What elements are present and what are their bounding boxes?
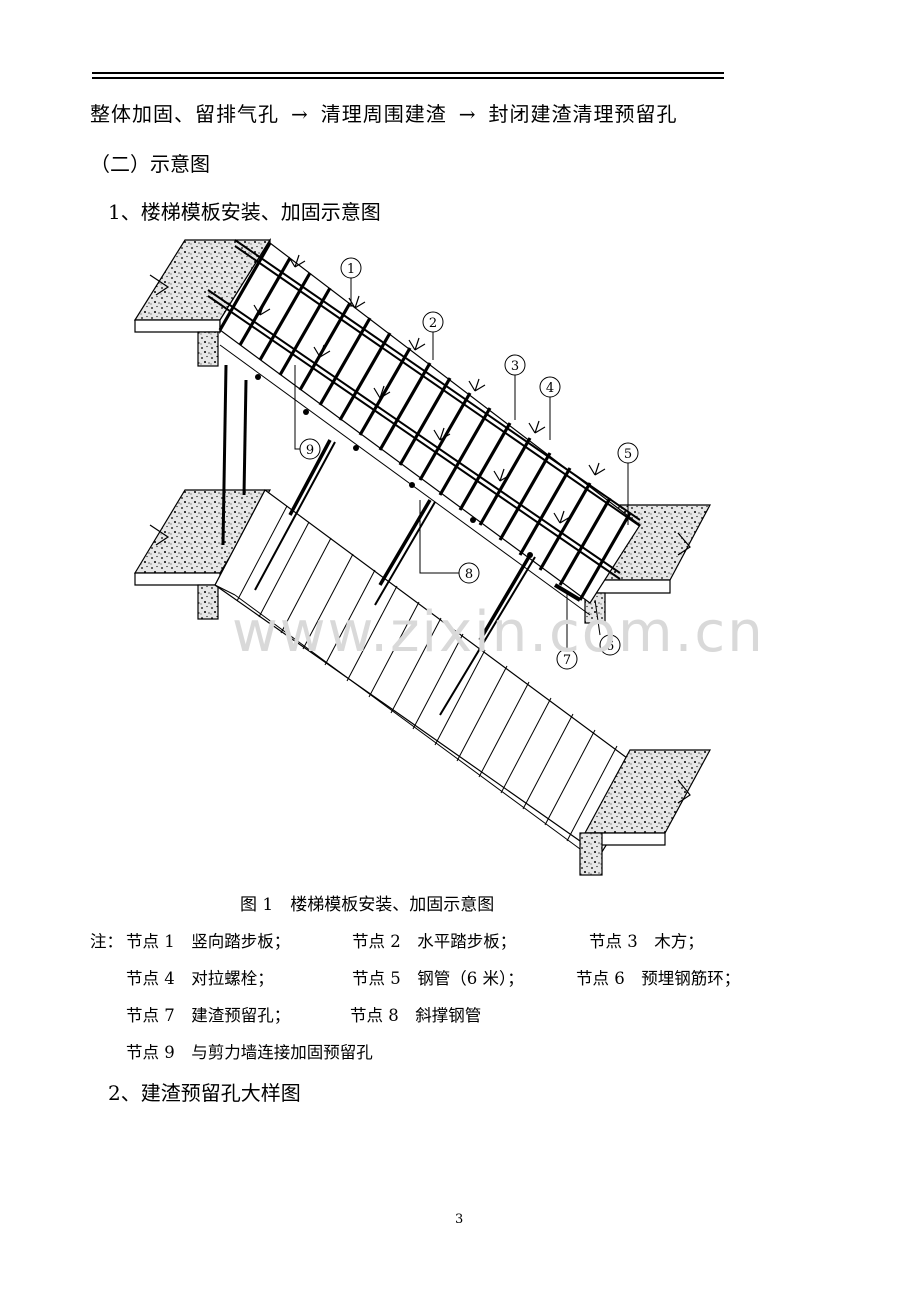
process-step-2: 清理周围建渣	[320, 102, 447, 126]
note-item: 节点 9 与剪力墙连接加固预留孔	[126, 1043, 373, 1062]
watermark: www.zixin.com.cn	[232, 600, 765, 665]
process-flow: 整体加固、留排气孔 → 清理周围建渣 → 封闭建渣清理预留孔	[90, 98, 678, 127]
callout-4	[539, 376, 561, 398]
callout-2-text: 2	[429, 316, 437, 331]
callout-5	[617, 442, 639, 464]
arrow-icon: →	[291, 102, 309, 126]
note-item: 节点 7 建渣预留孔；	[126, 1006, 291, 1025]
section-heading: （二）示意图	[90, 152, 210, 176]
process-step-1: 整体加固、留排气孔	[90, 102, 279, 126]
notes-prefix: 注：	[90, 932, 123, 951]
callout-9-text: 9	[306, 443, 314, 458]
callout-1	[340, 257, 362, 279]
note-item: 节点 1 竖向踏步板；	[126, 932, 291, 951]
support-pipes	[221, 364, 582, 716]
callout-6	[599, 634, 621, 656]
callout-4-text: 4	[546, 381, 554, 396]
callout-1-text: 1	[347, 262, 355, 277]
note-item: 节点 8 斜撑钢管	[350, 1006, 482, 1025]
callout-3	[504, 354, 526, 376]
header-rule-top	[92, 72, 724, 74]
note-item: 节点 2 水平踏步板；	[352, 932, 517, 951]
arrow-icon: →	[458, 102, 477, 126]
upper-stair-flight	[207, 239, 641, 616]
note-item: 节点 6 预埋钢筋环；	[576, 969, 741, 988]
callout-labels	[294, 257, 639, 670]
callout-6-text: 6	[606, 639, 614, 654]
note-item: 节点 3 木方；	[589, 932, 704, 951]
header-rule-bottom	[92, 77, 724, 79]
callout-5-text: 5	[624, 447, 632, 462]
subsection-heading-1: 1、楼梯模板安装、加固示意图	[108, 200, 381, 224]
callout-9	[299, 438, 321, 460]
callout-8-text: 8	[465, 567, 473, 582]
callout-numbers: 1 2 3 4 5 6 7 8 9	[306, 262, 632, 668]
figure-caption: 图 1 楼梯模板安装、加固示意图	[240, 895, 495, 915]
process-step-3: 封闭建渣清理预留孔	[488, 102, 678, 126]
callout-7-text: 7	[563, 653, 571, 668]
callout-2	[422, 311, 444, 333]
middle-landing-slab	[133, 489, 272, 620]
subsection-heading-2: 2、建渣预留孔大样图	[108, 1081, 301, 1105]
note-item: 节点 4 对拉螺栓；	[126, 969, 274, 988]
page-number: 3	[455, 1212, 464, 1227]
lower-right-landing-slab	[579, 749, 712, 876]
stair-formwork-diagram: 1 2 3 4 5 6 7 8 9	[133, 237, 712, 876]
callout-3-text: 3	[511, 359, 519, 374]
note-item: 节点 5 钢管（6 米）；	[352, 969, 524, 988]
callout-7	[556, 648, 578, 670]
callout-8	[458, 562, 480, 584]
